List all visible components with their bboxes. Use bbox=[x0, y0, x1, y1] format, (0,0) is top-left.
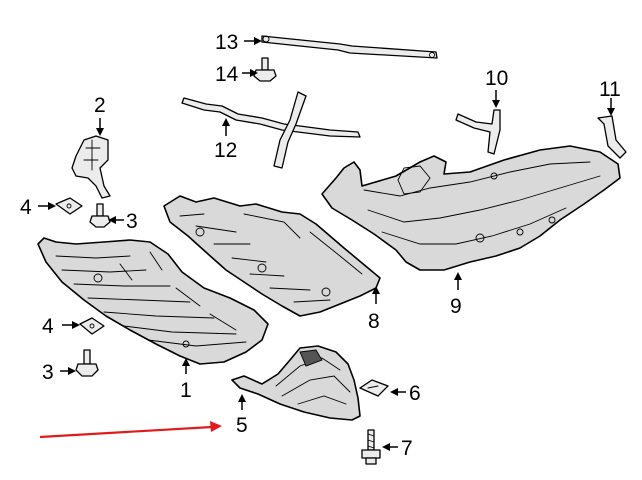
callout-5: 5 bbox=[236, 394, 248, 437]
callout-12-label: 12 bbox=[214, 139, 237, 162]
callout-4-lower-label: 4 bbox=[42, 315, 54, 338]
callout-1: 1 bbox=[180, 358, 192, 402]
callout-13-label: 13 bbox=[215, 31, 238, 54]
callout-7-label: 7 bbox=[401, 437, 413, 460]
part-13-strap bbox=[261, 35, 438, 59]
part-1-front-shield bbox=[37, 237, 269, 365]
part-3-screw-lower bbox=[75, 349, 99, 377]
part-9-right-panel bbox=[321, 145, 621, 271]
callout-13: 13 bbox=[215, 31, 262, 54]
callout-2-label: 2 bbox=[94, 94, 106, 117]
callout-3-lower: 3 bbox=[42, 361, 76, 384]
part-3-screw-top bbox=[89, 203, 111, 228]
part-2-bracket bbox=[71, 135, 111, 199]
part-11-bracket bbox=[597, 115, 627, 159]
callout-10-label: 10 bbox=[485, 67, 508, 90]
callout-1-label: 1 bbox=[180, 379, 192, 402]
callout-3-top: 3 bbox=[108, 210, 138, 233]
callout-6: 6 bbox=[390, 382, 421, 405]
part-14-bolt bbox=[253, 57, 277, 82]
callout-9-label: 9 bbox=[450, 295, 462, 318]
callout-4-top-label: 4 bbox=[20, 196, 32, 219]
callout-8: 8 bbox=[368, 286, 380, 333]
part-10-bracket bbox=[455, 109, 501, 155]
callout-12: 12 bbox=[214, 118, 237, 162]
callout-14: 14 bbox=[215, 63, 258, 86]
callout-11-label: 11 bbox=[599, 78, 621, 101]
part-6-nut bbox=[359, 379, 389, 397]
callout-11: 11 bbox=[599, 78, 621, 116]
callout-6-label: 6 bbox=[409, 382, 421, 405]
callout-14-label: 14 bbox=[215, 63, 239, 86]
callout-5-label: 5 bbox=[236, 414, 248, 437]
callout-8-label: 8 bbox=[368, 310, 380, 333]
callout-7: 7 bbox=[382, 437, 413, 460]
callout-4-top: 4 bbox=[20, 196, 56, 219]
part-5-rear-shield bbox=[231, 345, 361, 421]
part-4-clip-top bbox=[55, 197, 83, 215]
part-7-screw bbox=[361, 429, 381, 465]
callout-4-lower: 4 bbox=[42, 315, 80, 338]
part-4-clip-lower bbox=[79, 317, 105, 335]
callout-2: 2 bbox=[94, 94, 106, 136]
red-indicator-arrow bbox=[39, 421, 222, 439]
callout-9: 9 bbox=[450, 272, 462, 318]
callout-3-lower-label: 3 bbox=[42, 361, 54, 384]
callout-3-top-label: 3 bbox=[126, 210, 138, 233]
callout-10: 10 bbox=[485, 67, 508, 108]
part-12-brace bbox=[181, 91, 361, 169]
